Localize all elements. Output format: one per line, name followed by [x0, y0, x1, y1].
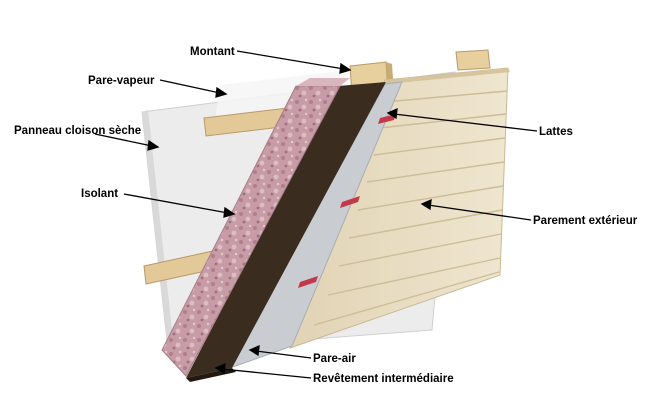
label-parement-exterieur: Parement extérieur: [533, 215, 638, 227]
label-pare-vapeur: Pare-vapeur: [88, 75, 155, 87]
insulation-top: [296, 78, 350, 86]
label-lattes: Lattes: [539, 126, 573, 138]
intermediate-sheathing: [186, 82, 386, 378]
air-barrier-print: [298, 114, 396, 288]
leader-lines: [94, 50, 538, 379]
label-revetement-intermediaire: Revêtement intermédiaire: [313, 373, 454, 385]
siding-top-edge: [385, 68, 510, 84]
label-montant: Montant: [190, 46, 235, 58]
label-isolant: Isolant: [81, 188, 118, 200]
drywall-edge: [142, 110, 174, 350]
label-pare-air: Pare-air: [313, 353, 356, 365]
label-panneau-cloison-seche: Panneau cloison sèche: [14, 125, 141, 137]
top-plate-block: [455, 49, 491, 71]
siding-courses: [313, 90, 508, 326]
